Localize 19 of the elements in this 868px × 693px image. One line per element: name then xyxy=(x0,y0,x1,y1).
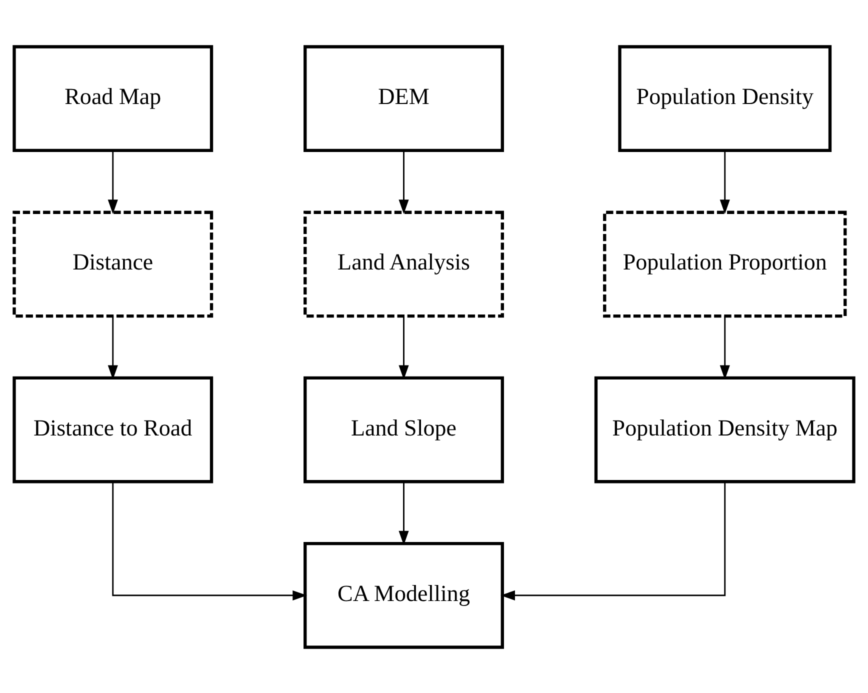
node-box: DEM xyxy=(304,44,504,152)
arrow xyxy=(108,316,118,380)
arrow xyxy=(398,481,409,545)
arrow xyxy=(108,150,118,214)
node-box: Land Analysis xyxy=(304,210,504,318)
node-box: Road Map xyxy=(12,44,214,152)
node-box: Population Density xyxy=(618,44,832,152)
arrow xyxy=(398,150,409,214)
node-box: Land Slope xyxy=(304,376,504,483)
node-box: Distance xyxy=(12,210,214,318)
node-box: Population Proportion xyxy=(603,210,847,318)
node-box: Distance to Road xyxy=(12,376,214,483)
arrow xyxy=(720,316,730,380)
node-box: CA Modelling xyxy=(304,541,504,648)
arrow xyxy=(500,481,726,600)
arrow xyxy=(720,150,730,214)
arrow xyxy=(398,316,409,380)
arrow xyxy=(112,481,308,600)
node-box: Population Density Map xyxy=(594,376,856,483)
